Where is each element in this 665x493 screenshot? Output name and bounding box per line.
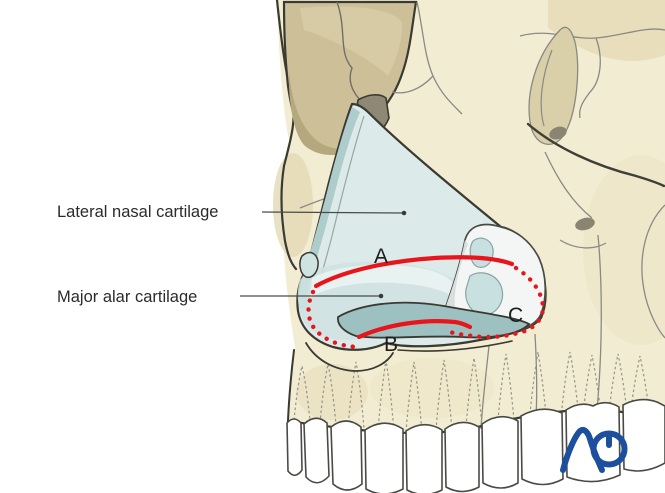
orbit-suture [336,1,363,103]
tooth-canine-2 [481,415,519,489]
orbit-inner-shadow [288,70,364,156]
subnasal-curve-right [397,340,513,352]
ridge-molar [596,234,602,411]
septal-sliver [299,251,319,279]
ridge-canine [480,345,490,430]
subnasal-curve-left [305,342,394,372]
tooth-premolar [520,408,564,486]
tooth-roots-dotted [293,351,649,433]
red-line-right-dotted [443,265,546,340]
leader-lines [240,210,407,299]
tooth-incisor-3 [364,422,404,493]
orbit-inner-light [300,6,403,77]
bone-shade-right [583,155,665,345]
leader-lateral-nasal-dot [401,210,407,216]
infraorbital-foramen [575,217,595,231]
bone-shade-alveolar [370,358,494,418]
minor-cartilage-blob-lower [465,272,504,316]
suture-infraorbital [544,151,593,219]
leader-lateral-nasal [261,211,405,214]
red-highlight-outline [306,255,546,350]
lacrimal-fossa [528,26,579,145]
suture-foramen-curl [559,239,607,249]
tooth-incisor-edge [286,418,303,477]
tooth-incisor-1 [303,417,330,484]
red-line-top-solid [313,255,515,289]
suture-nasofrontal [416,1,463,115]
marker-c: C [508,304,523,327]
red-line-left-dotted [306,289,363,350]
suture-orbital-medial [578,37,601,119]
skull-silhouette-lower [287,349,295,422]
marker-b: B [384,333,398,356]
bone-shade-top-right [548,0,665,62]
accessory-region-shadow [444,240,496,334]
suture-branch [391,75,434,94]
label-lateral-nasal-cartilage: Lateral nasal cartilage [57,203,218,221]
tooth-canine-1 [444,421,480,493]
tooth-incisor-2 [330,420,363,491]
infraorbital-rim [526,122,665,188]
red-line-crescent-solid [356,319,473,340]
tooth-incisor-4 [405,423,443,493]
marker-a: A [374,245,388,268]
suture-zygomatic [641,204,665,339]
leader-major-alar-dot [378,293,384,299]
minor-cartilage-blob-upper [469,237,494,268]
tooth-molar-edge [622,398,665,472]
lacrimal-fossa-inner-line [540,49,553,127]
lacrimal-foramen [549,126,567,140]
ao-logo: AO [560,427,628,473]
label-major-alar-cartilage: Major alar cartilage [57,288,197,306]
